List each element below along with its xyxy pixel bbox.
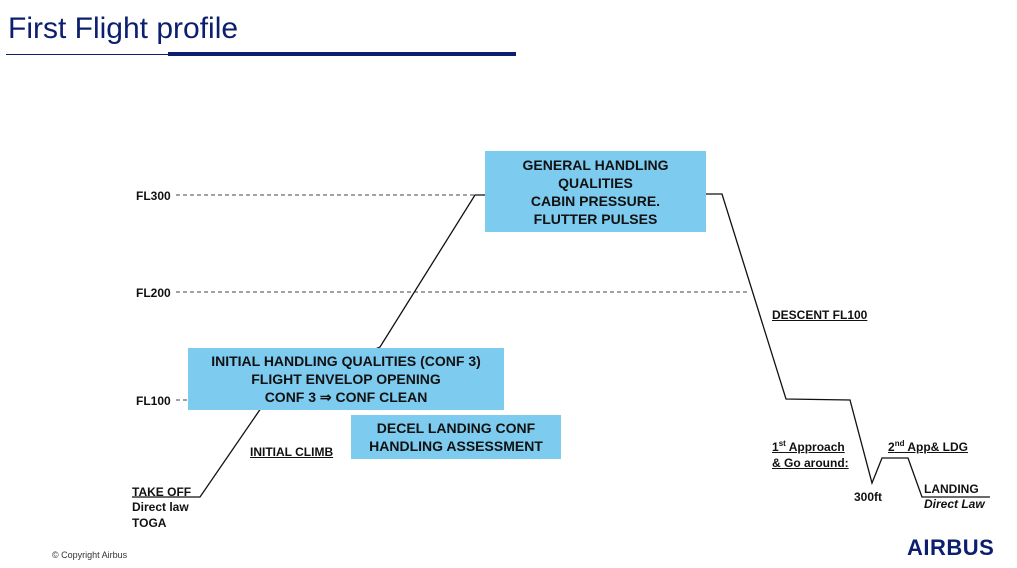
general-line-4: FLUTTER PULSES [533,210,658,227]
general-line-1: GENERAL HANDLING [522,156,669,173]
initial-line-2: FLIGHT ENVELOP OPENING [251,371,441,387]
first-approach-text: Approach [785,440,845,454]
second-approach-number: 2 [888,440,895,454]
takeoff-law-label: Direct law [132,500,189,514]
first-approach-number: 1 [772,440,779,454]
general-line-3: CABIN PRESSURE. [530,192,661,209]
page-title: First Flight profile [8,12,239,45]
fl100-label: FL100 [136,394,171,408]
takeoff-toga-label: TOGA [132,516,167,530]
title-underline-accent [168,52,516,56]
general-line-2: QUALITIES [558,174,633,191]
general-handling-box: GENERAL HANDLING QUALITIES CABIN PRESSUR… [485,151,706,232]
decel-line-1: DECEL LANDING CONF [376,420,536,436]
initial-climb-label: INITIAL CLIMB [250,445,334,459]
second-approach-suffix: nd [894,439,905,448]
decel-landing-box: DECEL LANDING CONF HANDLING ASSESSMENT [351,415,561,459]
initial-line-3: CONF 3 ⇒ CONF CLEAN [264,389,428,405]
first-approach-suffix: st [778,439,786,448]
decel-line-2: HANDLING ASSESSMENT [369,438,543,454]
fl300-label: FL300 [136,189,171,203]
airbus-logo: AIRBUS [907,535,995,560]
initial-line-1: INITIAL HANDLING QUALITIES (CONF 3) [211,353,481,369]
landing-law-label: Direct Law [924,497,985,511]
initial-handling-box: INITIAL HANDLING QUALITIES (CONF 3) FLIG… [188,348,504,410]
second-approach-text: App& LDG [904,440,969,454]
flight-path-descent-line [706,193,990,498]
second-approach-label: 2nd App& LDG [888,439,969,455]
first-approach-label: 1st Approach [772,439,845,455]
go-around-label: & Go around: [772,456,849,470]
altitude-300ft-label: 300ft [854,490,883,504]
takeoff-label: TAKE OFF [132,485,192,499]
copyright-notice: © Copyright Airbus [52,550,128,560]
landing-label: LANDING [924,482,979,496]
fl200-label: FL200 [136,286,171,300]
descent-label: DESCENT FL100 [772,308,868,322]
